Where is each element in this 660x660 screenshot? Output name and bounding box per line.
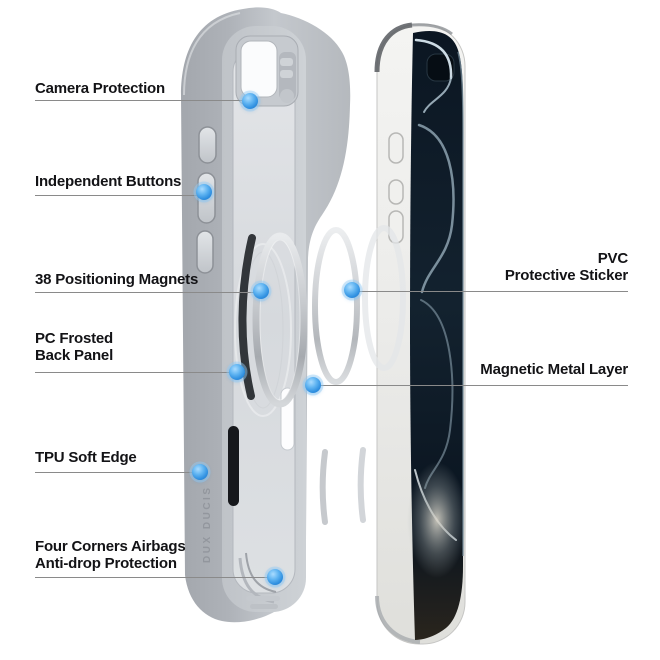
case-button-top [198,126,217,164]
callout-label: PVC [597,250,628,267]
feature-dot-magnetic-metal-layer [305,377,321,393]
leader-line-independent-buttons [35,195,204,196]
phone-bottom-corner-shade [375,595,421,644]
airbag-slat-2 [250,604,278,609]
feature-dot-four-corners-airbags [267,569,283,585]
camera-slot-crescent [238,234,256,400]
callout-camera-protection: Camera Protection [35,80,165,97]
frosted-ring-hint [234,243,292,417]
callout-tpu-soft-edge: TPU Soft Edge [35,449,137,466]
feature-dot-pvc-protective-sticker [344,282,360,298]
phone-button-middle [388,179,404,205]
leader-line-pvc-protective-sticker [352,291,628,292]
corner-airbag-outline-inner [245,552,277,593]
callout-magnetic-metal-layer: Magnetic Metal Layer [480,361,628,378]
feature-dot-camera-protection [242,93,258,109]
leader-line-magnetic-metal-layer [313,385,628,386]
feature-dot-tpu-soft-edge [192,464,208,480]
brand-text-vertical: DUX DUCIS [202,485,213,563]
leader-line-positioning-magnets [35,292,261,293]
phone-illustration [374,22,467,645]
case-illustration [181,7,351,623]
screen-streak-1 [414,38,453,80]
magnet-ring-3-ghost [362,225,406,371]
feature-dot-independent-buttons [196,184,212,200]
leader-line-four-corners-airbags [35,577,275,578]
alignment-bar-1 [319,449,328,525]
callout-label: Back Panel [35,347,114,364]
feature-dot-pc-frosted-back-panel [229,364,245,380]
magnet-ring-1 [252,232,308,408]
callout-label: 38 Positioning Magnets [35,271,199,288]
callout-label: PC Frosted [35,330,114,347]
callout-label: Independent Buttons [35,173,182,190]
case-button-bottom [196,230,214,274]
alignment-bar-2 [357,447,366,523]
camera-tab-2 [280,70,293,78]
phone-button-top [388,132,404,164]
screen-right-edge-light [457,51,464,556]
callout-label: TPU Soft Edge [35,449,137,466]
screen-streak-3 [417,123,455,294]
feature-dot-positioning-magnets [253,283,269,299]
case-edge-highlight [183,12,241,96]
callout-pvc-protective-sticker: PVC Protective Sticker [505,250,628,284]
camera-step-knob [280,89,294,103]
camera-cutout [240,40,278,98]
callout-label: Anti-drop Protection [35,555,177,572]
callout-four-corners-airbags: Four Corners Airbags Anti-drop Protectio… [35,538,186,572]
airbag-slat-1 [246,596,280,601]
magnet-ring-2 [312,227,360,385]
camera-bar-slot [228,426,239,506]
leader-line-pc-frosted-back-panel [35,372,237,373]
callout-positioning-magnets: 38 Positioning Magnets [35,271,198,288]
callout-pc-frosted-back-panel: PC Frosted Back Panel [35,330,113,364]
phone-top-edge [411,23,453,36]
leader-line-tpu-soft-edge [35,472,200,473]
camera-tab-1 [280,58,293,66]
callout-label: Magnetic Metal Layer [480,361,628,378]
leader-line-camera-protection [35,100,250,101]
callout-label: Four Corners Airbags [35,538,186,555]
phone-top-corner-shade [374,22,413,73]
magnet-ring-1-highlight [259,239,301,401]
callout-independent-buttons: Independent Buttons [35,173,181,190]
screen-streak-2 [423,77,452,113]
callout-label: Protective Sticker [504,267,628,284]
screen-bottom-glow [407,462,467,578]
callout-label: Camera Protection [35,80,165,97]
dynamic-island [426,53,455,82]
